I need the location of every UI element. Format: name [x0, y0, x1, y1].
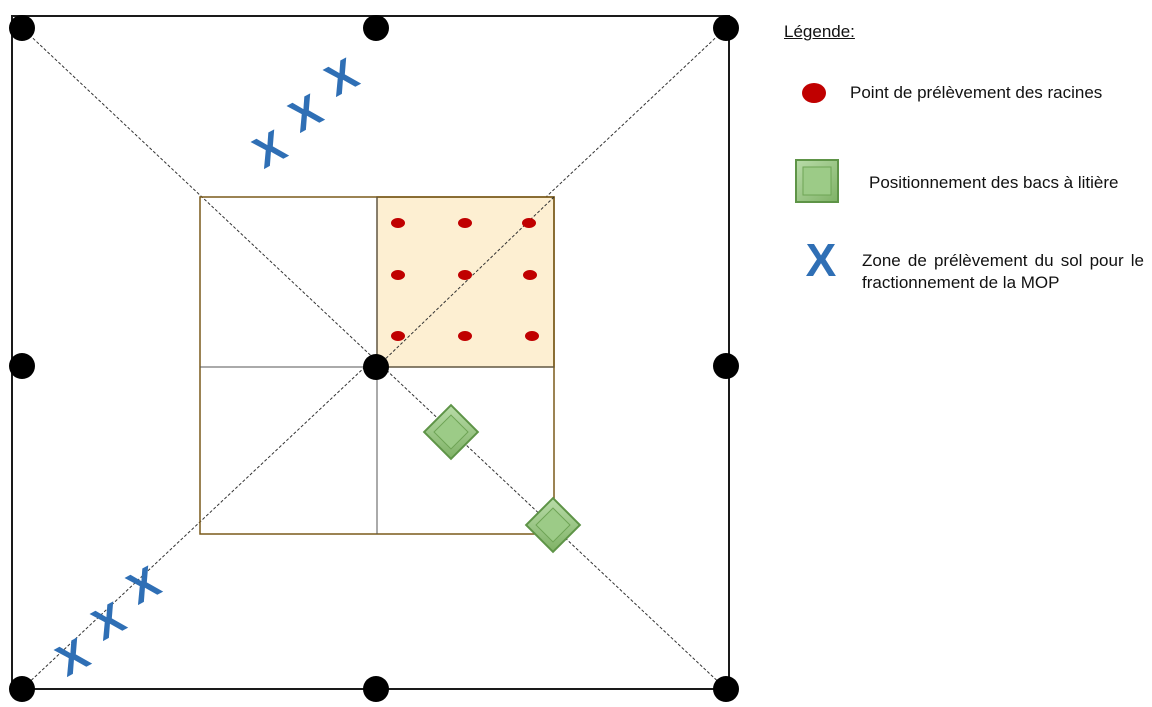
soil-x-mark: X: [245, 121, 294, 178]
red-dot-icon: [802, 83, 826, 103]
post-dot: [9, 353, 35, 379]
root-point: [391, 331, 405, 341]
experimental-plot-diagram: X X X X X X: [9, 15, 739, 702]
litter-bin: [524, 496, 582, 554]
post-dot: [363, 354, 389, 380]
post-dot: [9, 15, 35, 41]
root-point: [391, 270, 405, 280]
root-sampling-points: [391, 218, 539, 341]
root-point: [522, 218, 536, 228]
green-square-icon: [795, 159, 839, 203]
post-dot: [713, 676, 739, 702]
root-point: [458, 331, 472, 341]
legend: Légende: Point de prélèvement des racine…: [770, 0, 1152, 707]
soil-x-mark: X: [317, 49, 366, 106]
post-dot: [713, 15, 739, 41]
soil-x-mark: X: [119, 557, 168, 614]
legend-label-root-sampling: Point de prélèvement des racines: [850, 83, 1103, 102]
soil-sampling-zone-upper: X X X: [245, 49, 366, 178]
litter-bin: [422, 403, 480, 461]
legend-title: Légende:: [784, 22, 855, 41]
post-dot: [9, 676, 35, 702]
root-point: [458, 270, 472, 280]
soil-sampling-zone-lower: X X X: [48, 557, 168, 686]
plot-border: [11, 15, 730, 690]
soil-x-mark: X: [84, 593, 133, 650]
legend-item-litter-bin: Positionnement des bacs à litière: [770, 155, 1152, 215]
soil-x-mark: X: [48, 629, 97, 686]
soil-x-mark: X: [281, 85, 330, 142]
legend-item-soil-sampling: X Zone de prélèvement du sol pour le fra…: [770, 232, 1152, 332]
root-point: [523, 270, 537, 280]
svg-text:X: X: [806, 240, 837, 280]
blue-x-icon: X: [806, 240, 837, 280]
root-point: [525, 331, 539, 341]
legend-item-root-sampling: Point de prélèvement des racines: [770, 78, 1152, 138]
plot-posts: [9, 15, 739, 702]
post-dot: [713, 353, 739, 379]
post-dot: [363, 676, 389, 702]
legend-label-litter-bin: Positionnement des bacs à litière: [869, 173, 1119, 192]
legend-label-soil-sampling: Zone de prélèvement du sol pour le fract…: [862, 251, 1144, 292]
root-point: [391, 218, 405, 228]
post-dot: [363, 15, 389, 41]
root-point: [458, 218, 472, 228]
